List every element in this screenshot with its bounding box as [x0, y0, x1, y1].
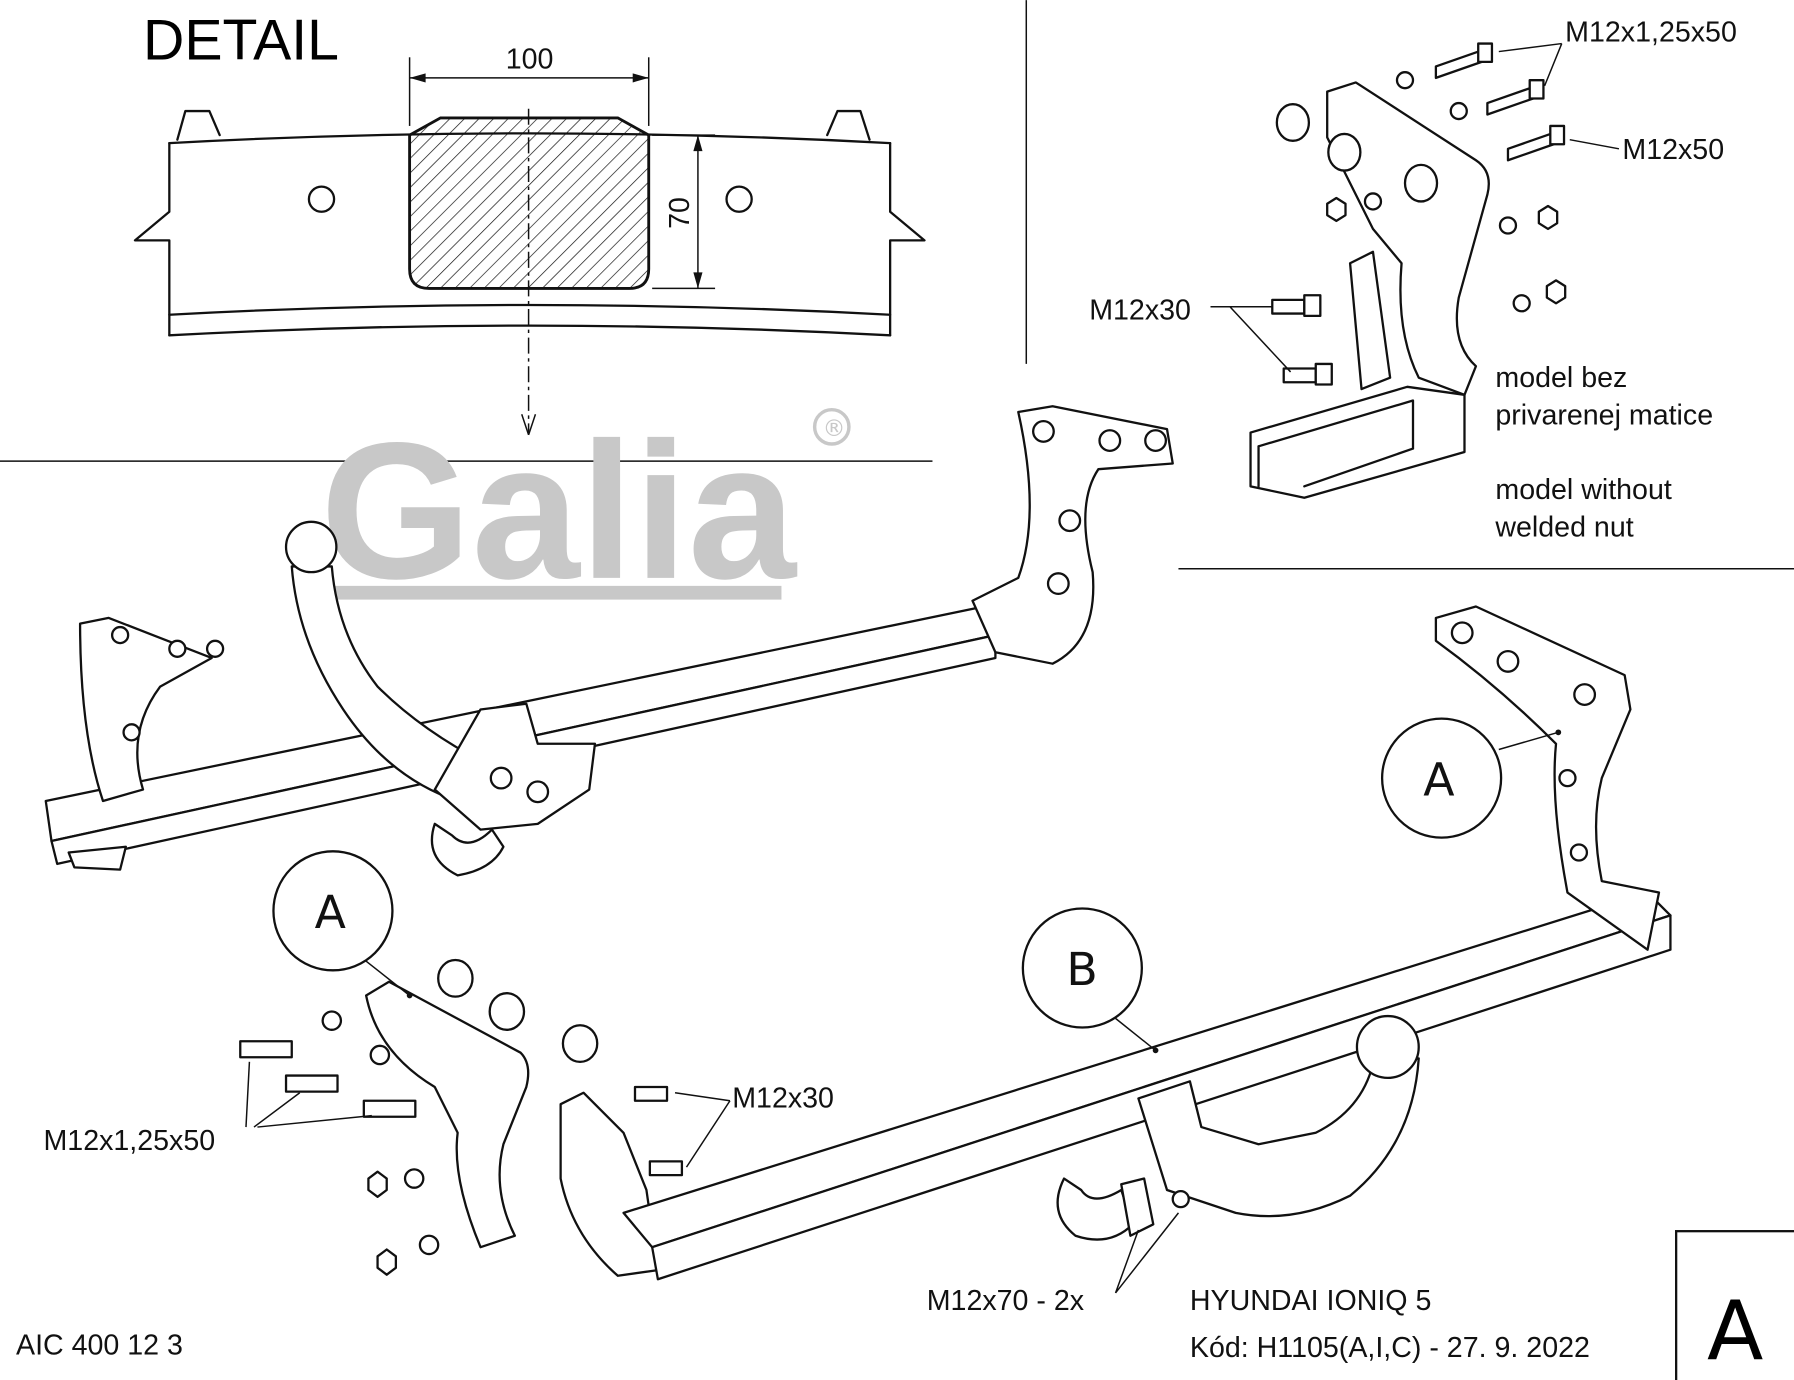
label-bolt-m12x30-top: M12x30	[1089, 294, 1191, 326]
note-slovak-line1: model bez	[1495, 362, 1627, 394]
label-bolt-m12x50: M12x50	[1622, 134, 1724, 166]
drawing-code: Kód: H1105(A,I,C) - 27. 9. 2022	[1190, 1332, 1590, 1364]
label-bolt-m12x125x50-left: M12x1,25x50	[43, 1125, 215, 1157]
note-slovak-line2: privarenej matice	[1495, 400, 1713, 432]
detail-view: DETAIL 100 70	[133, 9, 926, 436]
exploded-parts-left: M12x1,25x50 M12x30	[43, 958, 834, 1276]
variant-letter: A	[1707, 1284, 1763, 1379]
callout-a-left: A	[272, 850, 413, 999]
dimension-height: 70	[664, 197, 696, 229]
towbar-assembled-view	[44, 405, 1174, 877]
label-bolt-m12x30-middle: M12x30	[732, 1083, 834, 1115]
galia-watermark: Galia ®	[320, 403, 851, 620]
watermark-brand: Galia	[320, 403, 798, 620]
watermark-registered-mark: ®	[823, 416, 846, 442]
vehicle-name: HYUNDAI IONIQ 5	[1190, 1285, 1432, 1317]
detail-title: DETAIL	[143, 9, 339, 73]
label-bolt-m12x125x50-top: M12x1,25x50	[1565, 16, 1737, 48]
part-number: AIC 400 12 3	[16, 1330, 183, 1362]
title-block: AIC 400 12 3 HYUNDAI IONIQ 5 Kód: H1105(…	[16, 1230, 1794, 1380]
note-english-line2: welded nut	[1494, 512, 1633, 544]
callout-a-right: A	[1380, 717, 1562, 839]
callout-a-right-label: A	[1423, 753, 1454, 806]
exploded-parts-top-right: M12x1,25x50 M12x50 M12x30 model bez priv…	[1089, 16, 1737, 543]
section-dividers	[0, 0, 1794, 570]
callout-b-label: B	[1066, 943, 1097, 996]
dimension-width: 100	[506, 44, 554, 76]
towbar-lower-view: M12x70 - 2x	[559, 605, 1672, 1317]
note-english-line1: model without	[1495, 474, 1671, 506]
label-bolt-m12x70: M12x70 - 2x	[927, 1285, 1084, 1317]
callout-b: B	[1021, 907, 1159, 1054]
callout-a-left-label: A	[315, 886, 346, 939]
